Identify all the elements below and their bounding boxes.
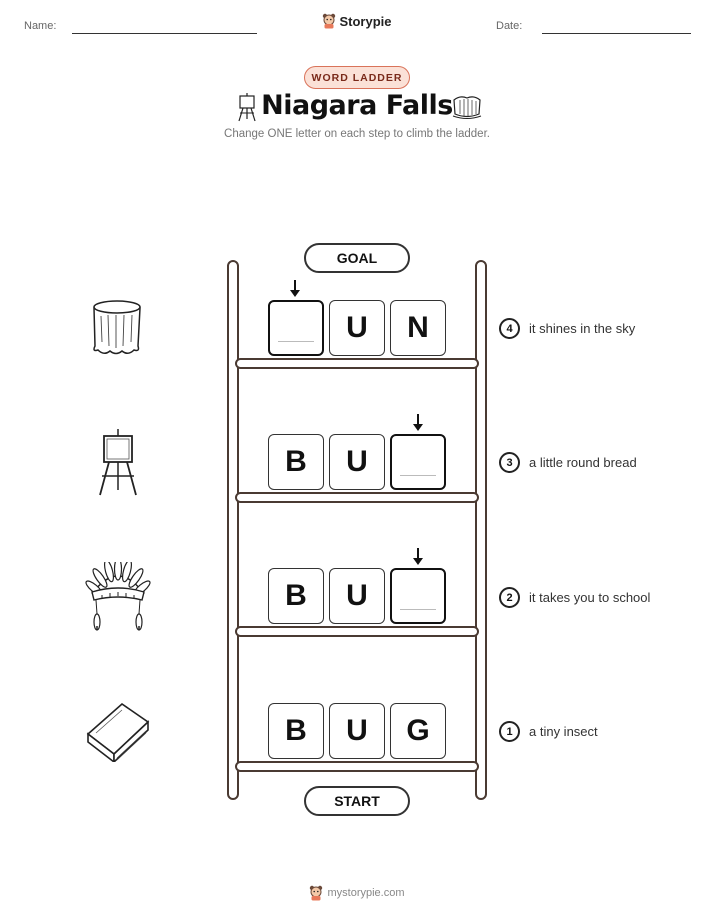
book-icon xyxy=(86,702,150,762)
brand-name: Storypie xyxy=(339,13,392,29)
easel-icon xyxy=(99,429,137,496)
letter-tile: U xyxy=(329,568,385,624)
date-label: Date: xyxy=(496,20,523,32)
letter-tile: B xyxy=(268,434,324,490)
name-field[interactable] xyxy=(72,33,257,34)
tree-stump-icon xyxy=(93,300,141,355)
letter-tile: G xyxy=(390,703,446,759)
start-label: START xyxy=(304,786,410,816)
waterfall-icon xyxy=(452,96,482,119)
letter-tile: U xyxy=(329,434,385,490)
clue-text: it shines in the sky xyxy=(529,321,636,336)
goal-label: GOAL xyxy=(304,243,410,273)
brand-logo: Storypie xyxy=(0,13,714,29)
word-ladder-badge: WORD LADDER xyxy=(304,66,410,89)
step-number: 3 xyxy=(499,452,520,473)
letter-tile: U xyxy=(329,300,385,356)
clue-text: it takes you to school xyxy=(529,590,651,605)
letter-tile: B xyxy=(268,703,324,759)
letter-tile-blank[interactable] xyxy=(390,434,446,490)
date-field[interactable] xyxy=(542,33,691,34)
write-line xyxy=(400,609,436,610)
clue-text: a little round bread xyxy=(529,455,637,470)
storypie-mascot-icon xyxy=(310,885,323,901)
footer: mystorypie.com xyxy=(0,885,714,901)
easel-icon xyxy=(238,93,256,122)
feather-headdress-icon xyxy=(85,562,151,631)
arrow-down-icon xyxy=(412,414,424,432)
letter-tile-blank[interactable] xyxy=(390,568,446,624)
step-number: 4 xyxy=(499,318,520,339)
instructions: Change ONE letter on each step to climb … xyxy=(224,128,490,140)
step-number: 1 xyxy=(499,721,520,742)
page-title: Niagara Falls xyxy=(261,90,453,121)
write-line xyxy=(400,475,436,476)
arrow-down-icon xyxy=(289,280,301,298)
write-line xyxy=(278,341,314,342)
letter-tile-blank[interactable] xyxy=(268,300,324,356)
letter-tile: U xyxy=(329,703,385,759)
letter-tile: B xyxy=(268,568,324,624)
arrow-down-icon xyxy=(412,548,424,566)
step-number: 2 xyxy=(499,587,520,608)
name-label: Name: xyxy=(24,20,57,32)
storypie-mascot-icon xyxy=(323,13,336,29)
clue-text: a tiny insect xyxy=(529,724,598,739)
footer-url[interactable]: mystorypie.com xyxy=(327,887,405,899)
letter-tile: N xyxy=(390,300,446,356)
